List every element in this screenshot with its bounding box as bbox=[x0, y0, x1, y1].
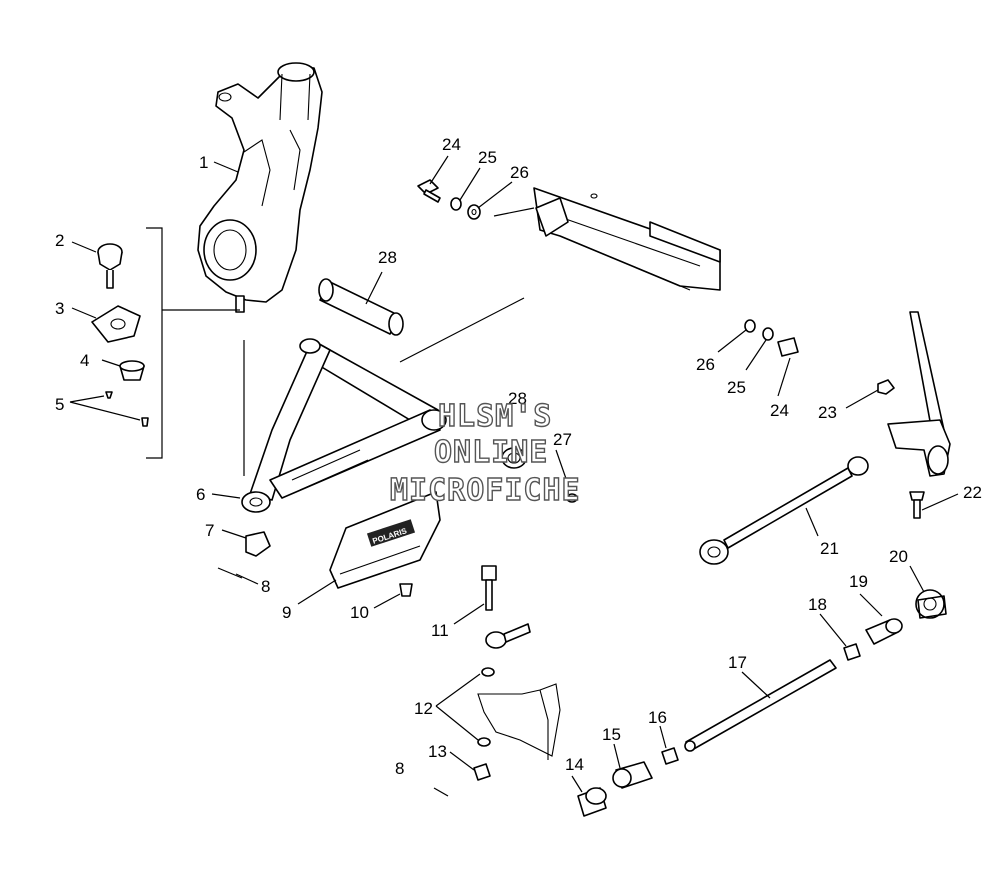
watermark-line2: ONLINE bbox=[434, 435, 548, 470]
callout-22: 22 bbox=[963, 483, 982, 502]
callout-10: 10 bbox=[350, 603, 369, 622]
callout-12: 12 bbox=[414, 699, 433, 718]
callout-25-right: 25 bbox=[727, 378, 746, 397]
callout-7: 7 bbox=[205, 521, 214, 540]
tie-rod-17 bbox=[684, 659, 837, 752]
callout-24-top: 24 bbox=[442, 135, 461, 154]
callout-24-right: 24 bbox=[770, 401, 789, 420]
callout-4: 4 bbox=[80, 351, 89, 370]
steering-knuckle bbox=[197, 62, 323, 313]
steering-post bbox=[887, 311, 951, 477]
rod-end-14 bbox=[577, 787, 607, 817]
nut-13 bbox=[473, 763, 491, 781]
pivot-tube bbox=[318, 278, 404, 336]
bolt-right bbox=[777, 337, 799, 357]
lower-bracket bbox=[477, 683, 561, 760]
callout-14: 14 bbox=[565, 755, 584, 774]
cotter-pin-upper bbox=[217, 567, 243, 579]
rivets bbox=[105, 391, 149, 427]
a-arm bbox=[241, 338, 447, 513]
tie-rod-end-20 bbox=[915, 589, 947, 619]
tie-rod-21 bbox=[699, 456, 869, 565]
callout-25-top: 25 bbox=[478, 148, 497, 167]
callout-6: 6 bbox=[196, 485, 205, 504]
callout-17: 17 bbox=[728, 653, 747, 672]
callout-16: 16 bbox=[648, 708, 667, 727]
callout-28-top: 28 bbox=[378, 248, 397, 267]
jam-nut-18 bbox=[843, 643, 861, 661]
callout-2: 2 bbox=[55, 231, 64, 250]
group-bracket bbox=[146, 227, 240, 459]
lock-washer-upper bbox=[450, 197, 462, 211]
cotter-pin-lower bbox=[433, 787, 449, 797]
washer-12a bbox=[481, 667, 495, 677]
callout-8b: 8 bbox=[395, 759, 404, 778]
pivot-bolt-small bbox=[566, 493, 578, 503]
callout-1: 1 bbox=[199, 153, 208, 172]
watermark: HLSM'S ONLINE MICROFICHE bbox=[389, 398, 581, 508]
watermark-line3: MICROFICHE bbox=[390, 473, 581, 508]
callout-11: 11 bbox=[431, 621, 449, 640]
callout-15: 15 bbox=[602, 725, 621, 744]
callout-19: 19 bbox=[849, 572, 868, 591]
ball-end-15 bbox=[612, 761, 653, 789]
callout-9: 9 bbox=[282, 603, 291, 622]
bolt-10 bbox=[399, 583, 413, 597]
callout-23: 23 bbox=[818, 403, 837, 422]
pivot-bushing bbox=[501, 447, 527, 469]
bolt-11 bbox=[481, 565, 497, 611]
callout-26-top: 26 bbox=[510, 163, 529, 182]
nut-16 bbox=[661, 747, 679, 765]
callout-numbers: 1 2 3 4 5 6 7 8 9 10 11 12 13 14 15 16 1… bbox=[55, 135, 982, 778]
leader-lines bbox=[69, 155, 959, 793]
a-arm-guard: POLARIS bbox=[329, 491, 441, 589]
ball-joint-plate bbox=[91, 305, 141, 343]
callout-26-right: 26 bbox=[696, 355, 715, 374]
nut-23 bbox=[877, 379, 895, 395]
callout-27: 27 bbox=[553, 430, 572, 449]
frame-rail bbox=[533, 187, 721, 291]
callout-3: 3 bbox=[55, 299, 64, 318]
lower-rod-end bbox=[485, 623, 531, 649]
ball-joint bbox=[97, 243, 123, 289]
flat-washer-upper bbox=[467, 204, 481, 220]
washer-12b bbox=[477, 737, 491, 747]
callout-21: 21 bbox=[820, 539, 839, 558]
flat-washer-right bbox=[744, 319, 756, 333]
callout-5: 5 bbox=[55, 395, 64, 414]
callout-28-mid: 28 bbox=[508, 389, 527, 408]
callout-18: 18 bbox=[808, 595, 827, 614]
ball-end-19 bbox=[865, 618, 903, 645]
nut-7 bbox=[245, 531, 271, 557]
callout-13: 13 bbox=[428, 742, 447, 761]
dust-cap bbox=[119, 360, 145, 381]
callout-20: 20 bbox=[889, 547, 908, 566]
lock-washer-right bbox=[762, 327, 774, 341]
callout-8a: 8 bbox=[261, 577, 270, 596]
watermark-line1: HLSM'S bbox=[438, 399, 552, 434]
bolt-upper bbox=[417, 179, 441, 203]
bolt-22 bbox=[909, 491, 925, 519]
